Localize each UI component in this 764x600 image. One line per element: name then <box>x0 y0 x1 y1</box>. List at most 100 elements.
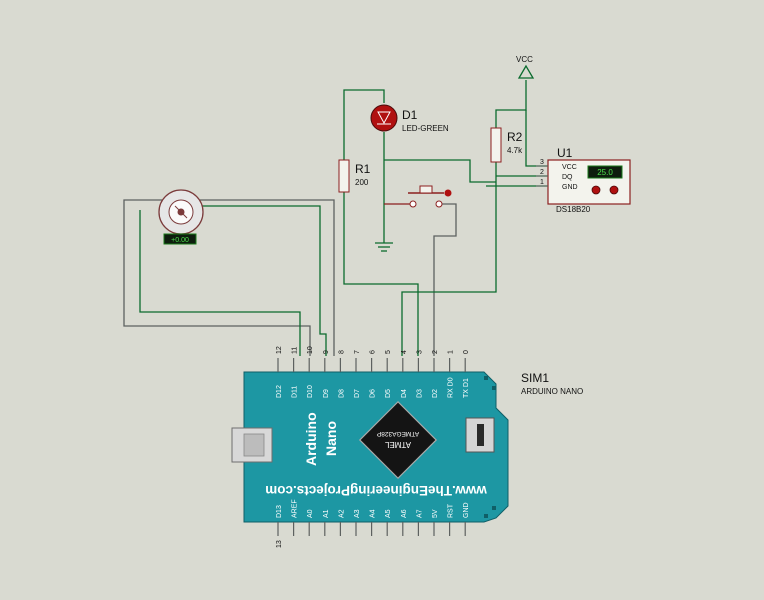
sensor-pin-name-gnd: GND <box>562 184 578 191</box>
top-pin-number: 2 <box>432 350 439 354</box>
motor-display: +0.00 <box>171 237 189 244</box>
bottom-pin-name: A4 <box>370 509 377 518</box>
sensor-ref: U1 <box>557 146 573 160</box>
led-diode-icon <box>377 111 391 125</box>
sensor-pin-num-dq: 2 <box>540 169 544 176</box>
sensor-pin-num-vcc: 3 <box>540 159 544 166</box>
notch-bottom-1 <box>492 506 496 510</box>
top-pin-name: D7 <box>354 389 361 398</box>
board-ref: SIM1 <box>521 371 549 385</box>
wire-motor-c <box>200 205 327 356</box>
sensor-down-button[interactable] <box>591 185 601 195</box>
r2-value: 4.7k <box>507 146 523 155</box>
button-contact-right <box>435 200 443 208</box>
wires <box>123 80 548 356</box>
reset-button[interactable] <box>477 424 484 446</box>
sensor-display: 25.0 <box>597 168 613 177</box>
usb-connector-inner <box>243 433 265 457</box>
chip-label: ATMEL ATMEGA328P <box>377 430 419 449</box>
top-pin-number: 5 <box>385 350 392 354</box>
wire-motor-b <box>200 199 335 356</box>
bottom-pin-name: GND <box>463 502 470 518</box>
top-pin-number: 12 <box>276 346 283 354</box>
resistor-r2: R2 4.7k <box>490 127 523 163</box>
bottom-pin-name: A3 <box>354 509 361 518</box>
top-pin-number: 8 <box>338 350 345 354</box>
temperature-sensor-u1: U1 3 2 1 VCC DQ GND 25.0 DS18B20 <box>536 146 631 214</box>
motor-rotor-line <box>174 205 188 219</box>
wire-dq-to-d4 <box>401 181 497 356</box>
top-pin-name: D11 <box>292 386 299 398</box>
notch-bottom-2 <box>484 514 488 518</box>
top-pin-name: RX D0 <box>448 377 455 398</box>
bottom-pin-name: RST <box>448 503 455 518</box>
top-pin-name: TX D1 <box>463 378 470 398</box>
r1-body <box>338 159 350 193</box>
bottom-pin-name: 5V <box>432 509 439 518</box>
top-pin-name: D4 <box>401 389 408 398</box>
bottom-pin-number: 13 <box>276 540 283 548</box>
sensor-part: DS18B20 <box>556 205 591 214</box>
top-pin-name: D3 <box>416 389 423 398</box>
button-cap <box>419 185 433 194</box>
sensor-up-button[interactable] <box>609 185 619 195</box>
led-body <box>370 104 398 132</box>
sensor-display-box <box>587 165 623 179</box>
r1-ref: R1 <box>355 162 371 176</box>
bottom-pin-name: A7 <box>416 509 423 518</box>
sensor-pin-name-dq: DQ <box>562 174 573 181</box>
wire-led-to-r2 <box>384 159 496 183</box>
push-button[interactable] <box>384 185 452 208</box>
led-ref: D1 <box>402 108 418 122</box>
board-top-pins: 12D1211D1110D109D98D87D76D65D54D43D32D21… <box>276 346 470 398</box>
vcc-arrow-icon <box>517 64 535 79</box>
sensor-pin-name-vcc: VCC <box>562 164 577 171</box>
bottom-pin-name: A6 <box>401 509 408 518</box>
board-url: www.TheEngineeringProjects.com <box>265 483 488 498</box>
top-pin-number: 9 <box>323 350 330 354</box>
led-value: LED-GREEN <box>402 124 449 133</box>
wire-led-top <box>343 89 385 160</box>
top-pin-name: D2 <box>432 389 439 398</box>
top-pin-number: 10 <box>307 346 314 354</box>
wire-vcc-to-sensor <box>525 110 548 167</box>
chip-line2: ATMEGA328P <box>377 430 419 437</box>
board-brand-line1: Arduino <box>303 412 319 466</box>
top-pin-number: 0 <box>463 350 470 354</box>
bottom-pin-name: A1 <box>323 509 330 518</box>
top-pin-number: 1 <box>448 350 455 354</box>
chip-line1: ATMEL <box>384 440 411 449</box>
button-contact-left <box>409 200 417 208</box>
top-pin-name: D6 <box>370 389 377 398</box>
resistor-r1: R1 200 <box>338 159 371 193</box>
board-notches <box>484 376 496 518</box>
bottom-pin-name: AREF <box>292 499 299 518</box>
bottom-pin-name: D13 <box>276 505 283 518</box>
top-pin-number: 3 <box>416 350 423 354</box>
board-part: ARDUINO NANO <box>521 387 583 396</box>
notch-top-1 <box>484 376 488 380</box>
dc-motor: +0.00 <box>158 189 204 245</box>
wire-r1-to-d8 <box>343 192 419 356</box>
wire-vcc-down <box>495 80 527 128</box>
arduino-nano-sim1: SIM1 ARDUINO NANO Arduino Nano ATMEL ATM… <box>231 346 583 548</box>
top-pin-number: 6 <box>370 350 377 354</box>
top-pin-number: 7 <box>354 350 361 354</box>
notch-top-2 <box>492 386 496 390</box>
vcc-label: VCC <box>516 55 533 64</box>
wire-motor-a <box>123 199 311 356</box>
wire-motor-d <box>139 210 301 356</box>
sensor-pin-num-gnd: 1 <box>540 179 544 186</box>
ground-symbol <box>375 236 393 252</box>
bottom-pin-name: A2 <box>338 509 345 518</box>
bottom-pin-name: A0 <box>307 509 314 518</box>
r1-value: 200 <box>355 178 369 187</box>
led-d1: D1 LED-GREEN <box>370 104 449 133</box>
chip-body <box>358 400 438 480</box>
top-pin-name: D12 <box>276 385 283 398</box>
top-pin-name: D5 <box>385 389 392 398</box>
motor-display-box <box>163 233 197 245</box>
button-state-indicator <box>444 189 452 197</box>
